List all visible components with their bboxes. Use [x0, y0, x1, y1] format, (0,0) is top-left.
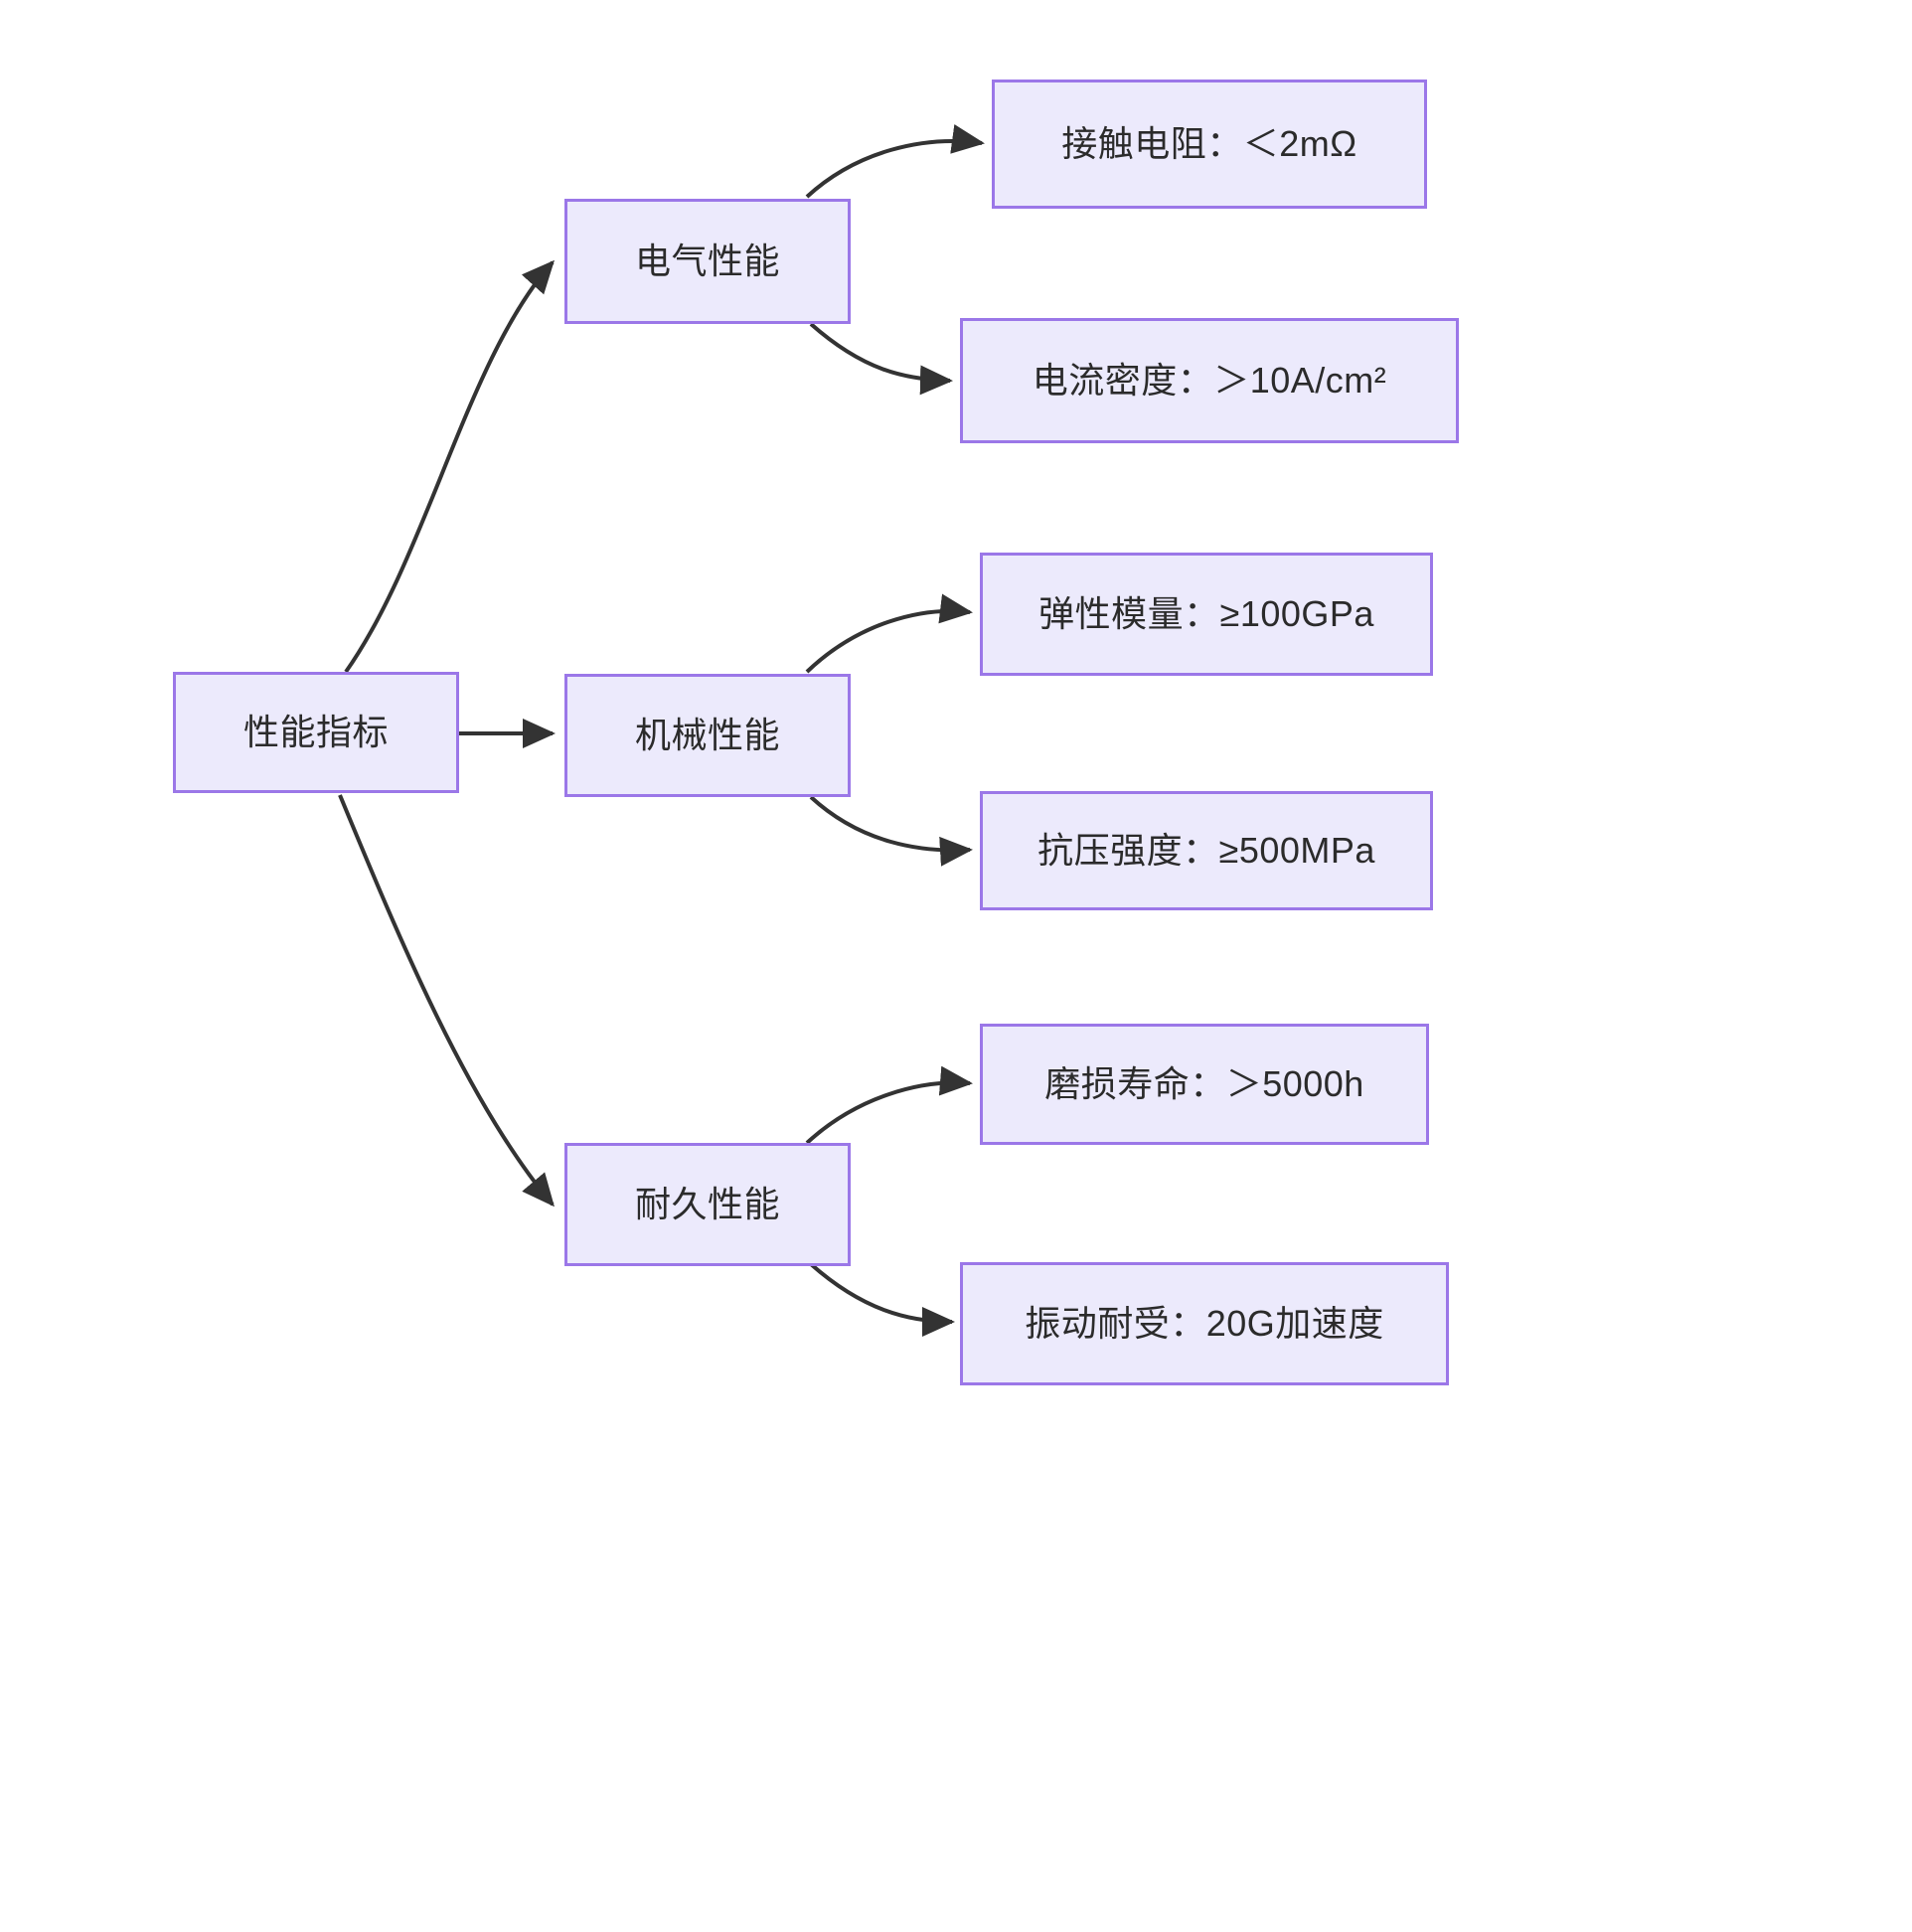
node-leaf-compressive-strength-label: 抗压强度：≥500MPa: [1037, 830, 1375, 872]
node-root[interactable]: 性能指标: [173, 672, 459, 793]
node-branch-mechanical-label: 机械性能: [634, 715, 780, 756]
node-branch-mechanical[interactable]: 机械性能: [564, 674, 851, 797]
node-branch-durability[interactable]: 耐久性能: [564, 1143, 851, 1266]
edge-mechanical-to-modulus: [805, 593, 973, 674]
node-leaf-vibration-resistance-label: 振动耐受：20G加速度: [1025, 1303, 1384, 1345]
node-leaf-compressive-strength[interactable]: 抗压强度：≥500MPa: [980, 791, 1433, 910]
edge-mechanical-to-compressive-strength: [809, 795, 973, 867]
node-leaf-contact-resistance[interactable]: 接触电阻：＜2mΩ: [992, 80, 1427, 209]
node-leaf-elastic-modulus[interactable]: 弹性模量：≥100GPa: [980, 553, 1433, 676]
node-root-label: 性能指标: [242, 712, 389, 753]
node-leaf-vibration-resistance[interactable]: 振动耐受：20G加速度: [960, 1262, 1449, 1385]
edge-electrical-to-current-density: [809, 322, 953, 396]
node-leaf-wear-life-label: 磨损寿命：＞5000h: [1044, 1063, 1364, 1105]
node-branch-electrical-label: 电气性能: [634, 241, 780, 282]
node-branch-durability-label: 耐久性能: [634, 1184, 780, 1225]
node-leaf-current-density[interactable]: 电流密度：＞10A/cm²: [960, 318, 1459, 443]
node-leaf-wear-life[interactable]: 磨损寿命：＞5000h: [980, 1024, 1429, 1145]
edge-electrical-to-contact-resistance: [805, 124, 985, 199]
edge-root-to-electrical: [344, 259, 555, 674]
edge-durability-to-vibration: [809, 1262, 955, 1337]
node-branch-electrical[interactable]: 电气性能: [564, 199, 851, 324]
edge-root-to-durability: [338, 794, 555, 1208]
node-leaf-elastic-modulus-label: 弹性模量：≥100GPa: [1038, 593, 1374, 635]
node-leaf-contact-resistance-label: 接触电阻：＜2mΩ: [1061, 123, 1357, 165]
node-leaf-current-density-label: 电流密度：＞10A/cm²: [1032, 360, 1387, 402]
edge-durability-to-wear-life: [805, 1065, 973, 1145]
